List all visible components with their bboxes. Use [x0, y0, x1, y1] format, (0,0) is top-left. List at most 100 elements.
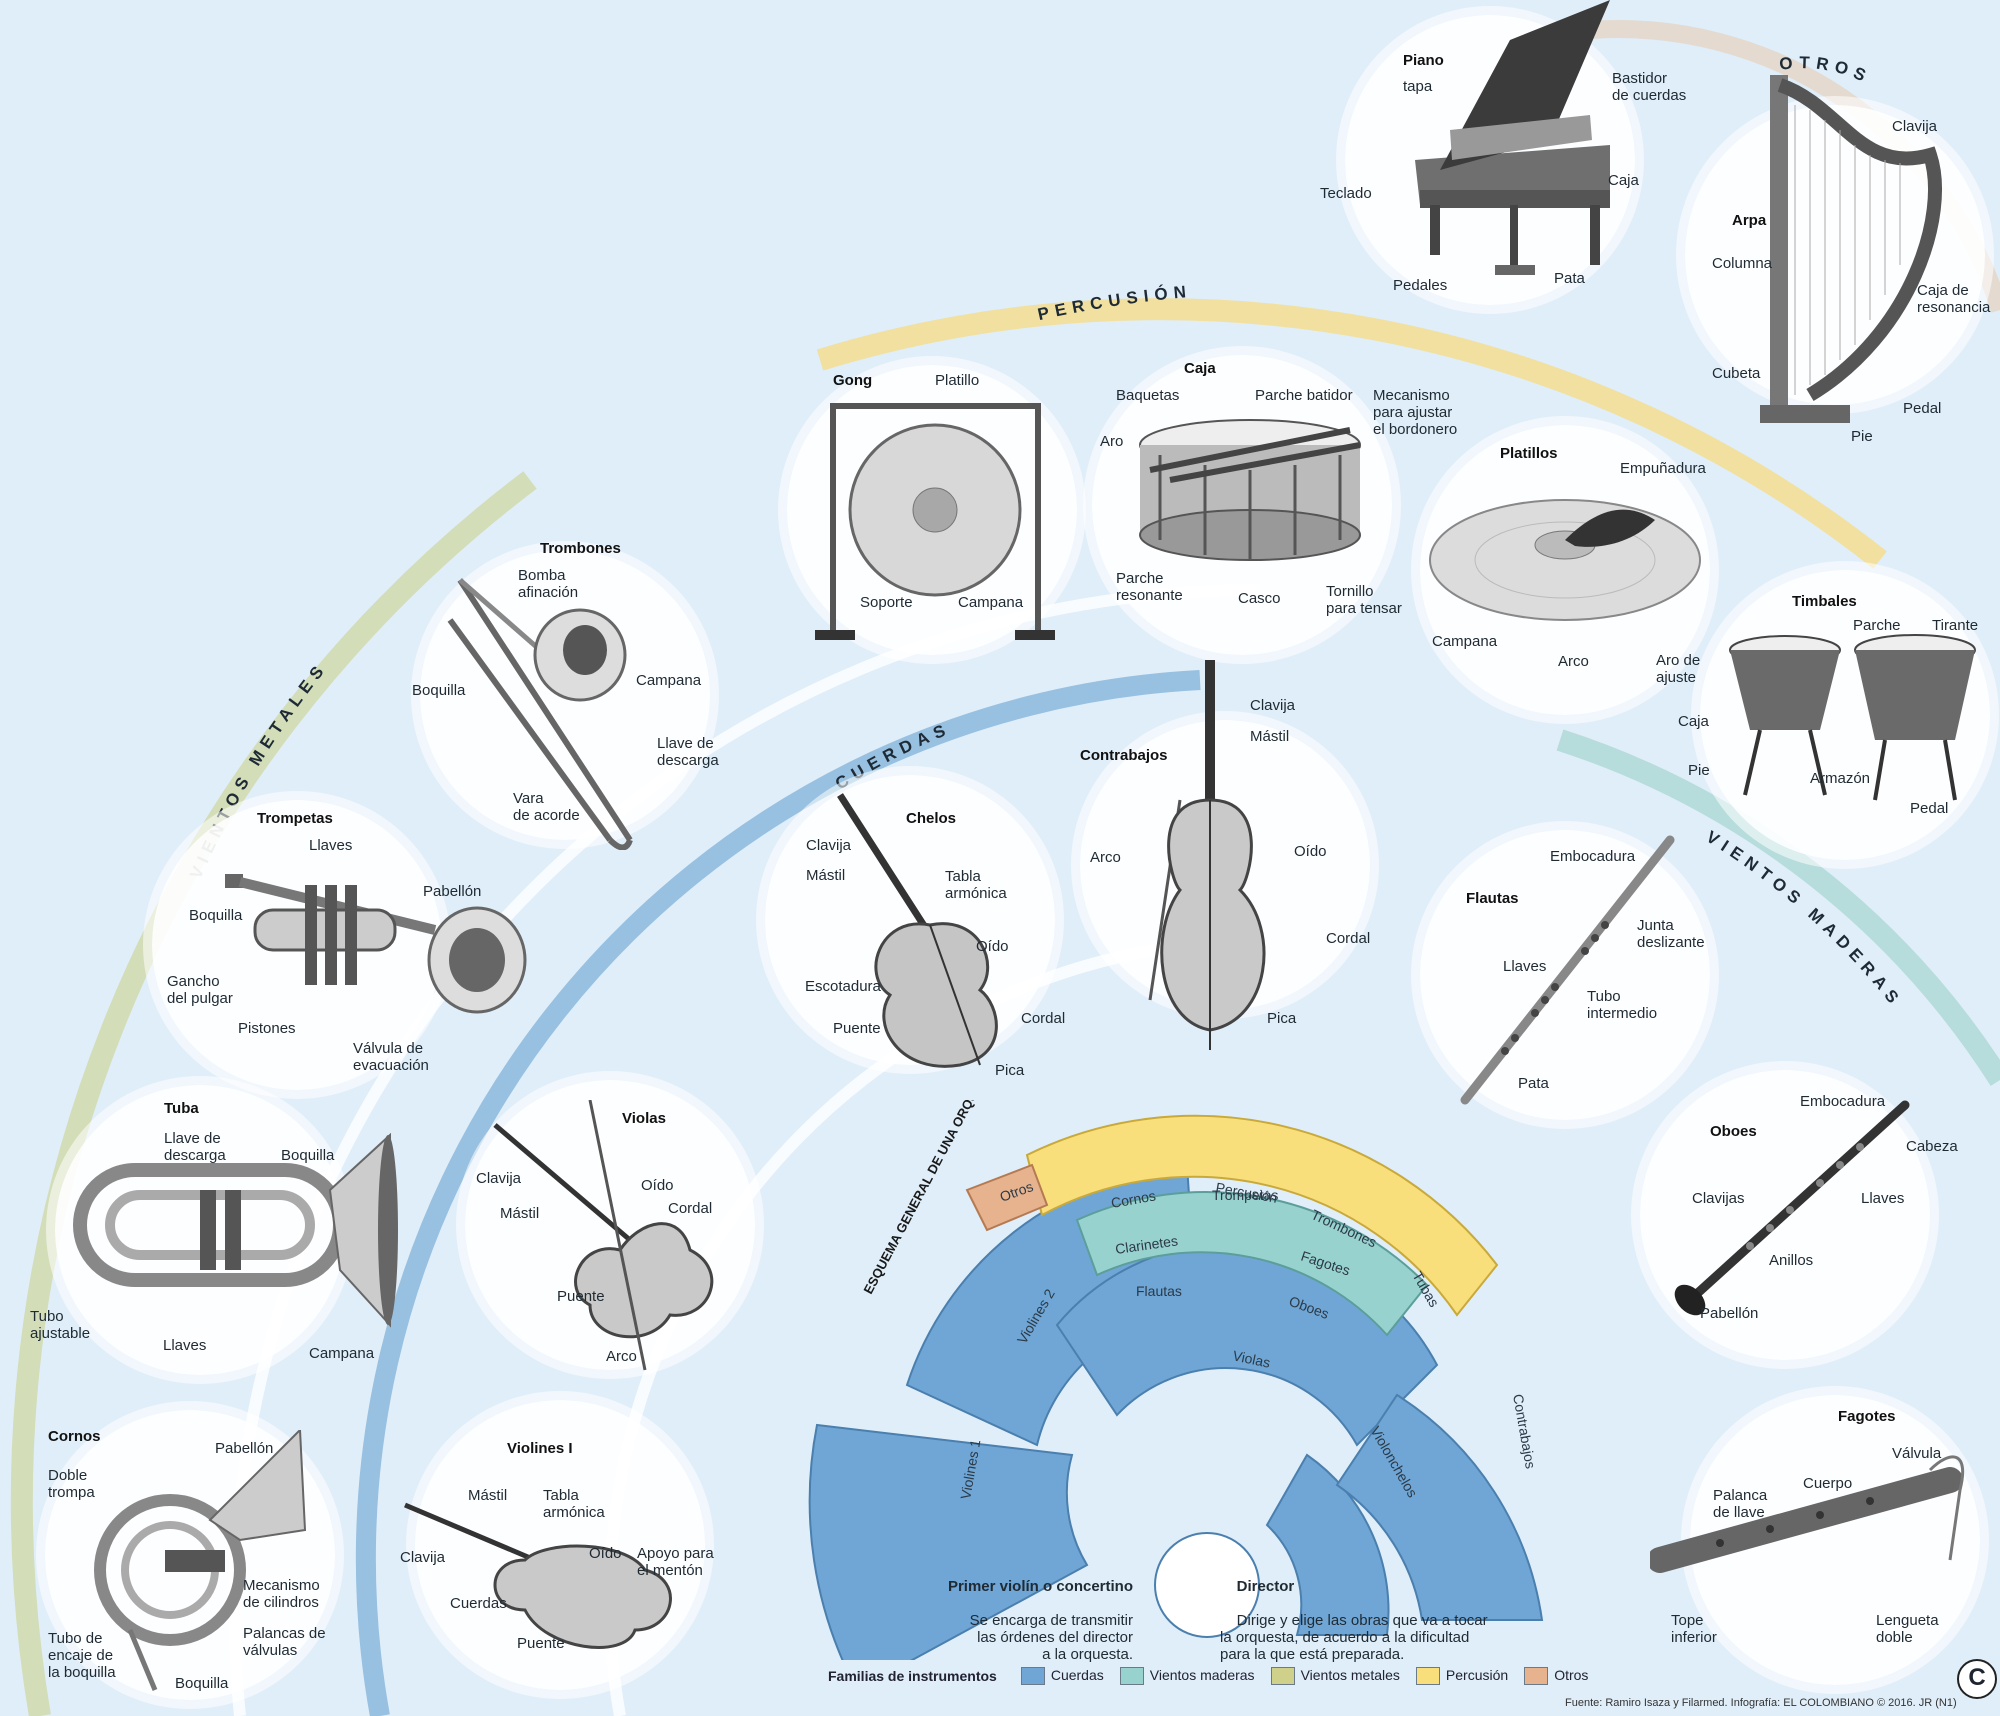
oboe-icon	[1674, 1100, 1910, 1316]
piano-icon	[1415, 0, 1610, 275]
caja-label: Casco	[1238, 590, 1281, 607]
violin-icon	[404, 1502, 672, 1649]
oboes-label: Anillos	[1769, 1252, 1814, 1269]
arpa-label: Columna	[1712, 255, 1773, 272]
timpani-icon	[1729, 634, 1976, 801]
violines-label: Clavija	[400, 1549, 446, 1566]
trombone-icon	[447, 578, 633, 850]
piano-title: Piano	[1403, 52, 1444, 69]
cello-icon	[837, 793, 998, 1068]
trompetas-label: Válvula de evacuación	[353, 1040, 429, 1074]
timbales-label: Parche	[1853, 617, 1901, 634]
violines-label: Puente	[517, 1635, 565, 1652]
oboes-label: Llaves	[1861, 1190, 1905, 1207]
cornos-label: Tubo de encaje de la boquilla	[48, 1630, 116, 1681]
contrabajos-title: Contrabajos	[1080, 747, 1168, 764]
director-title: Director	[1236, 1578, 1295, 1595]
violas-label: Arco	[606, 1348, 637, 1365]
fagotes-label: Tope inferior	[1671, 1612, 1717, 1646]
trombones-label: Vara de acorde	[513, 790, 580, 824]
piano-label: tapa	[1403, 78, 1433, 95]
gong-label: Soporte	[860, 594, 913, 611]
legend-title: Familias de instrumentos	[828, 1668, 997, 1685]
scheme-segment: Violas	[1231, 1347, 1271, 1371]
orchestra-scheme: Percusión Otros Cornos Trompetas Trombon…	[808, 1100, 1544, 1660]
oboes-label: Cabeza	[1906, 1138, 1958, 1155]
gong-label: Campana	[958, 594, 1024, 611]
arpa-label: Pedal	[1903, 400, 1942, 417]
chelos-label: Cordal	[1021, 1010, 1066, 1027]
chelos-label: Pica	[995, 1062, 1025, 1079]
legend-item: Otros	[1524, 1667, 1588, 1686]
piano-label: Caja	[1608, 172, 1639, 189]
caja-label: Parche batidor	[1255, 387, 1353, 404]
trombones-label: Boquilla	[412, 682, 466, 699]
scheme-segment: Trompetas	[1212, 1187, 1278, 1203]
platillos-label: Arco	[1558, 653, 1589, 670]
fagotes-label: Palanca de llave	[1713, 1487, 1768, 1521]
flautas-label: Embocadura	[1550, 848, 1636, 865]
caja-label: Aro	[1100, 433, 1124, 450]
director-text: Dirige y elige las obras que va a tocar …	[1220, 1612, 1488, 1663]
trompetas-title: Trompetas	[257, 810, 333, 827]
fagotes-title: Fagotes	[1838, 1408, 1896, 1425]
arpa-label: Cubeta	[1712, 365, 1761, 382]
cornos-label: Boquilla	[175, 1675, 229, 1692]
timbales-label: Tirante	[1932, 617, 1979, 634]
tuba-label: Boquilla	[281, 1147, 335, 1164]
fagotes-label: Cuerpo	[1803, 1475, 1853, 1492]
harp-icon	[1760, 75, 1942, 423]
chelos-label: Puente	[833, 1020, 881, 1037]
fagotes-label: Lengueta doble	[1876, 1612, 1939, 1646]
piano-label: Pata	[1554, 270, 1585, 287]
contrabajos-label: Mástil	[1250, 728, 1290, 745]
piano-label: Bastidor de cuerdas	[1612, 70, 1687, 104]
viola-icon	[493, 1100, 714, 1371]
trombones-label: Llave de descarga	[657, 735, 719, 769]
concertino-title: Primer violín o concertino	[947, 1578, 1133, 1595]
violas-label: Oído	[641, 1177, 674, 1194]
scheme-segment: Cornos	[1110, 1187, 1157, 1211]
legend-item: Vientos metales	[1270, 1667, 1400, 1686]
caja-label: Tornillo para tensar	[1326, 583, 1402, 617]
fagotes-label: Válvula	[1892, 1445, 1942, 1462]
piano-label: Teclado	[1320, 185, 1372, 202]
cornos-label: Mecanismo de cilindros	[243, 1577, 320, 1611]
trompetas-label: Gancho del pulgar	[167, 973, 233, 1007]
source-credit: Fuente: Ramiro Isaza y Filarmed. Infogra…	[1565, 1697, 1957, 1709]
violines-label: Cuerdas	[450, 1595, 507, 1612]
caja-label: Baquetas	[1116, 387, 1180, 404]
tuba-label: Campana	[309, 1345, 375, 1362]
arpa-label: Caja de resonancia	[1917, 282, 1991, 316]
violas-label: Clavija	[476, 1170, 522, 1187]
oboes-label: Clavijas	[1692, 1190, 1745, 1207]
violines-label: Tabla armónica	[543, 1487, 605, 1521]
gong-icon	[815, 403, 1055, 640]
chelos-title: Chelos	[906, 810, 957, 827]
cornos-label: Pabellón	[215, 1440, 274, 1457]
oboes-label: Embocadura	[1800, 1093, 1886, 1110]
legend-item: Percusión	[1415, 1667, 1508, 1686]
flautas-label: Junta deslizante	[1637, 917, 1705, 951]
chelos-label: Clavija	[806, 837, 852, 854]
contrabajos-label: Oído	[1294, 843, 1327, 860]
tuba-title: Tuba	[164, 1100, 199, 1117]
arpa-label: Pie	[1851, 428, 1873, 445]
concertino-note: Primer violín o concertino Se encarga de…	[868, 1561, 1133, 1680]
legend-item: Vientos maderas	[1119, 1667, 1255, 1686]
trompetas-label: Llaves	[309, 837, 353, 854]
cymbals-icon	[1429, 499, 1701, 621]
violines-label: Oído	[589, 1545, 622, 1562]
platillos-label: Campana	[1432, 633, 1498, 650]
violines-label: Mástil	[468, 1487, 508, 1504]
trompetas-label: Pistones	[238, 1020, 296, 1037]
timbales-label: Caja	[1678, 713, 1709, 730]
legend: Familias de instrumentos Cuerdas Vientos…	[828, 1667, 1588, 1686]
caja-label: Parche resonante	[1116, 570, 1183, 604]
contrabajos-label: Arco	[1090, 849, 1121, 866]
trompetas-label: Pabellón	[423, 883, 482, 900]
arpa-title: Arpa	[1732, 212, 1767, 229]
director-note: Director Dirige y elige las obras que va…	[1220, 1561, 1520, 1680]
platillos-title: Platillos	[1500, 445, 1558, 462]
violines-label: Apoyo para el mentón	[637, 1545, 714, 1579]
